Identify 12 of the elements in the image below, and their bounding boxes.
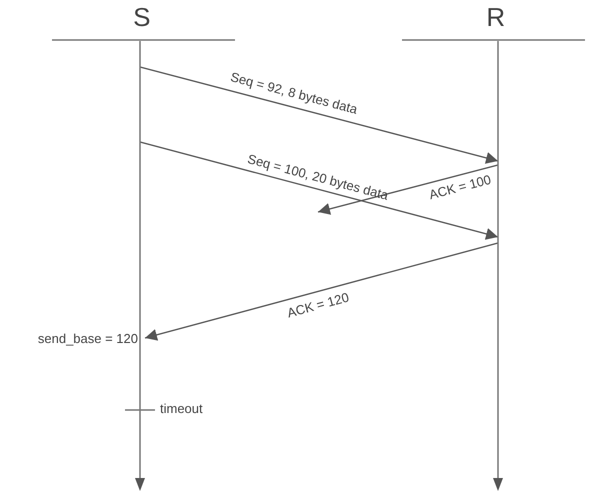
lifeline-name: R <box>486 2 506 32</box>
variable-note: send_base = 120 <box>38 330 138 348</box>
edge-label: Seq = 100, 20 bytes data <box>246 151 390 203</box>
arrow <box>318 164 498 215</box>
event-label: timeout <box>160 400 203 418</box>
arrow <box>140 141 498 240</box>
arrow <box>140 66 498 164</box>
edge-label: ACK = 120 <box>285 290 350 320</box>
edge-label: Seq = 92, 8 bytes data <box>228 69 359 117</box>
lifeline-name: S <box>133 2 150 32</box>
edge-label: ACK = 100 <box>427 172 492 203</box>
arrow <box>144 242 498 341</box>
